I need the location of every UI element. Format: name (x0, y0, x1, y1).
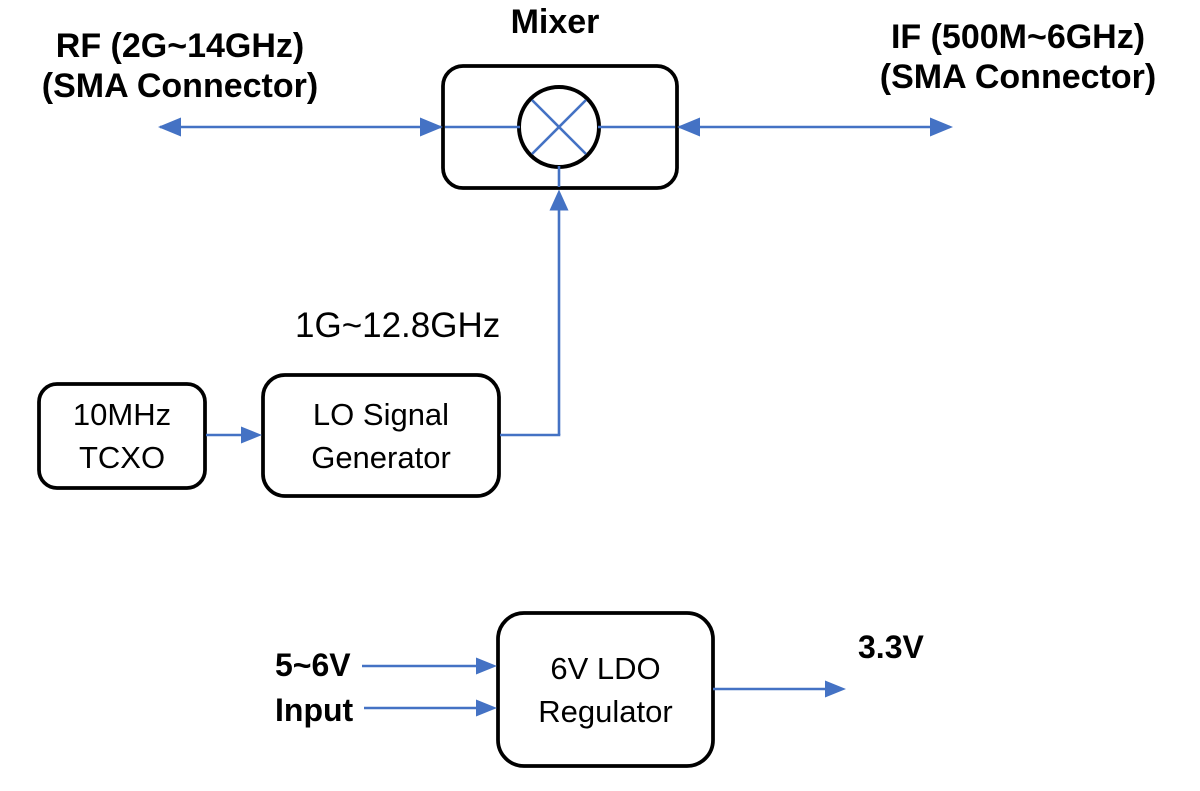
tcxo-block-label-line2: TCXO (78, 440, 166, 475)
rf-label: RF (2G~14GHz) (SMA Connector) (10, 26, 350, 106)
if-label-line1: IF (500M~6GHz) (890, 18, 1146, 56)
tcxo-block-outline (37, 382, 207, 490)
tcxo-to-lo-arrow (206, 426, 262, 444)
if-label: IF (500M~6GHz) (SMA Connector) (848, 17, 1188, 97)
rf-label-line1: RF (2G~14GHz) (55, 27, 305, 65)
lo-generator-block-label: LO Signal Generator (263, 375, 499, 496)
supply-lower-arrow (364, 699, 497, 717)
if-label-line2: (SMA Connector) (879, 58, 1157, 96)
tcxo-block-label-line1: 10MHz (72, 397, 172, 432)
lo-frequency-label: 1G~12.8GHz (295, 306, 501, 345)
lo-generator-block-outline (261, 373, 501, 498)
output-voltage-label: 3.3V (858, 629, 924, 665)
lo-to-mixer-connector (500, 189, 569, 437)
mixer-title: Mixer (510, 3, 600, 41)
ldo-output-arrow (713, 680, 846, 698)
supply-voltage-label: 5~6V (275, 647, 351, 683)
lo-generator-block-label-line2: Generator (311, 439, 451, 475)
rf-label-line2: (SMA Connector) (41, 67, 319, 105)
tcxo-block-label: 10MHz TCXO (39, 384, 205, 488)
supply-upper-arrow (362, 657, 497, 675)
ldo-regulator-block-label-line1: 6V LDO (550, 650, 661, 686)
lo-generator-block-label-line1: LO Signal (312, 396, 450, 432)
rf-arrow (158, 117, 443, 137)
mixer-symbol-cross (531, 99, 587, 155)
supply-input-label: Input (275, 692, 354, 728)
mixer-internal-lines (445, 125, 675, 187)
if-arrow (677, 117, 953, 137)
ldo-regulator-block-label: 6V LDO Regulator (498, 613, 713, 766)
ldo-regulator-block-label-line2: Regulator (538, 693, 673, 729)
